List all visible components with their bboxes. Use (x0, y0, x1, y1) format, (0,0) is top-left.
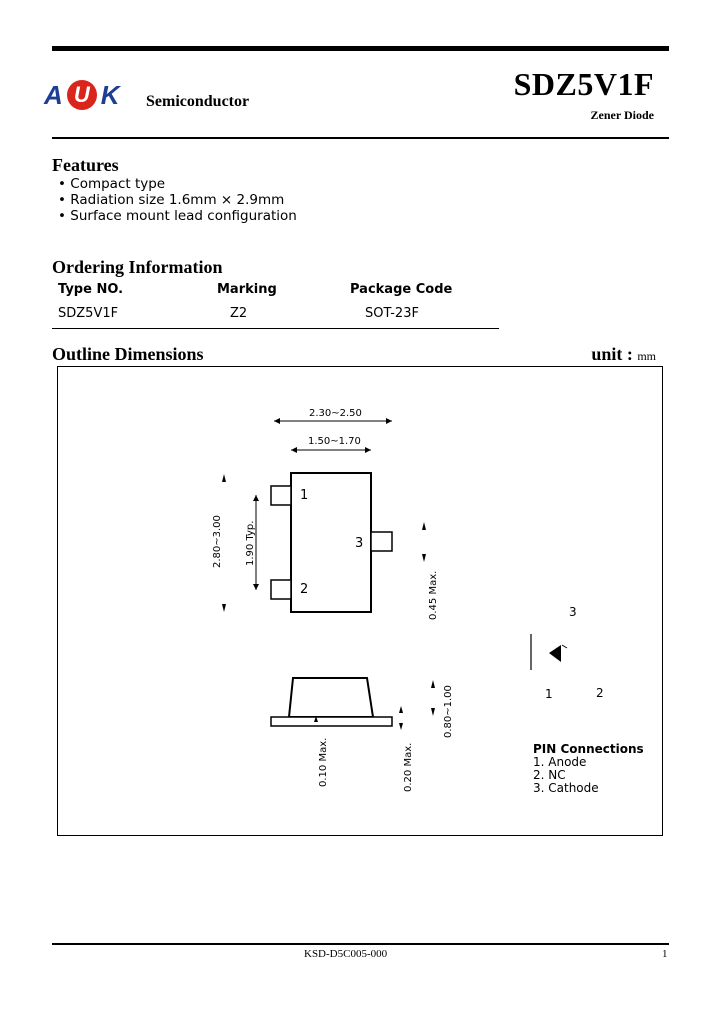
column-header-package: Package Code (350, 282, 453, 297)
features-list: • Compact type • Radiation size 1.6mm × … (58, 176, 297, 224)
pin-label-1: 1 (300, 488, 309, 503)
pin-connections: PIN Connections 1. Anode 2. NC 3. Cathod… (533, 743, 644, 795)
pin-label-3: 3 (355, 536, 364, 551)
dim-standoff: 0.10 Max. (318, 737, 329, 787)
symbol-pin-3: 3 (569, 605, 577, 619)
pin-connection-item: 3. Cathode (533, 781, 599, 795)
device-type: Zener Diode (590, 108, 654, 122)
column-header-type: Type NO. (58, 282, 124, 297)
pin-connection-item: 1. Anode (533, 755, 587, 769)
cell-package: SOT-23F (365, 306, 419, 321)
top-rule (52, 46, 669, 51)
dim-overall-width: 2.30~2.50 (309, 408, 362, 419)
cell-type: SDZ5V1F (58, 306, 119, 321)
header-rule (52, 137, 669, 139)
cell-marking: Z2 (230, 306, 248, 321)
feature-item: • Compact type (58, 176, 166, 192)
dim-lead-thickness: 0.20 Max. (403, 742, 414, 792)
footer-rule (52, 943, 669, 945)
table-rule (52, 328, 499, 329)
pin-connections-title: PIN Connections (533, 742, 644, 756)
dim-height: 0.80~1.00 (443, 685, 454, 738)
outline-title: Outline Dimensions (52, 344, 204, 364)
unit-value: mm (637, 349, 656, 363)
pin-label-2: 2 (300, 582, 309, 597)
doc-code: KSD-D5C005-000 (304, 948, 388, 960)
outline-box (57, 366, 663, 836)
page-number: 1 (662, 948, 668, 960)
pin-connection-item: 2. NC (533, 768, 566, 782)
company-logo: A U K (44, 78, 120, 112)
dim-pin-pitch: 1.90 Typ. (245, 520, 256, 566)
column-header-marking: Marking (217, 282, 277, 297)
symbol-pin-1: 1 (545, 687, 553, 701)
logo-letter-k: K (100, 79, 120, 110)
dim-overall-length: 2.80~3.00 (212, 515, 223, 568)
company-name: Semiconductor (146, 93, 250, 110)
feature-item: • Radiation size 1.6mm × 2.9mm (58, 192, 285, 208)
dim-body-width: 1.50~1.70 (308, 436, 361, 447)
unit-label: unit : mm (591, 344, 656, 364)
logo-letter-u: U (73, 82, 90, 107)
symbol-pin-2: 2 (596, 686, 604, 700)
dim-lead-width: 0.45 Max. (428, 570, 439, 620)
part-number-title: SDZ5V1F (513, 66, 654, 102)
features-title: Features (52, 155, 119, 175)
ordering-title: Ordering Information (52, 257, 223, 277)
logo-letter-a: A (44, 79, 63, 110)
feature-item: • Surface mount lead configuration (58, 208, 297, 224)
logo-circle: U (66, 80, 97, 110)
